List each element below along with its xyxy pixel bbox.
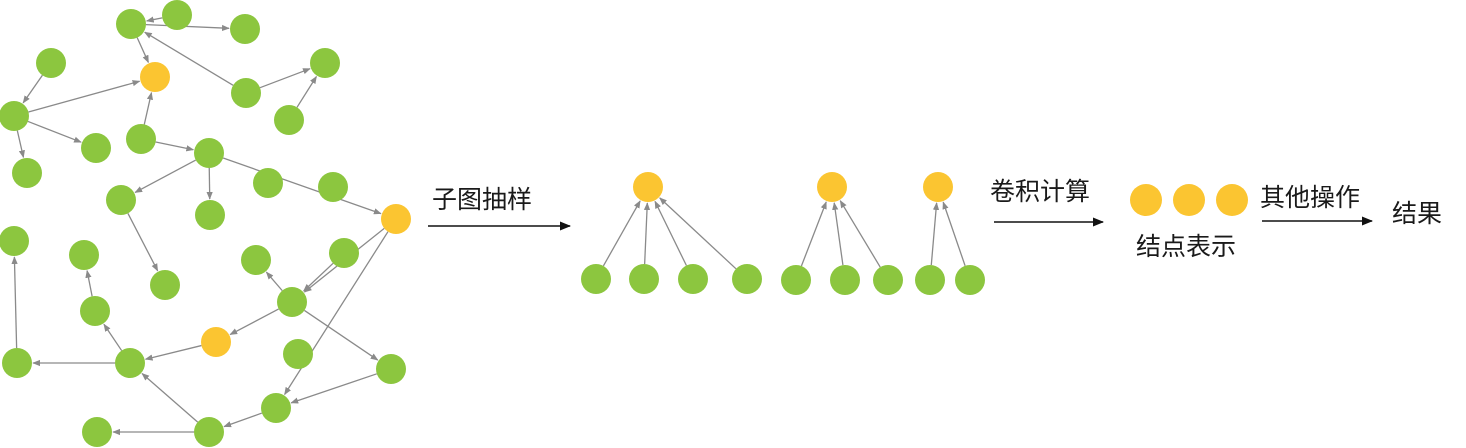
graph-node [194, 138, 224, 168]
graph-node [82, 417, 112, 447]
graph-node [81, 133, 111, 163]
graph-edge [144, 344, 202, 361]
graph-node [195, 200, 225, 230]
graph-edge [304, 309, 379, 361]
graph-node [126, 124, 156, 154]
graph-node [241, 245, 271, 275]
graph-edge [223, 412, 263, 428]
graph-edge [930, 202, 940, 266]
graph-edge [832, 202, 844, 266]
representation-node [1130, 184, 1162, 216]
graph-node [318, 172, 348, 202]
graph-edge [141, 373, 199, 423]
graph-node [274, 105, 304, 135]
graph-edge [143, 91, 153, 125]
graph-edge [303, 262, 334, 292]
graph-edge [85, 269, 93, 297]
graph-edge [136, 37, 149, 64]
sampled-graph-node [201, 327, 231, 357]
subtree-neighbor-node [781, 265, 811, 295]
graph-edge [659, 197, 737, 270]
graph-edge [296, 75, 318, 108]
graph-edge [134, 159, 197, 194]
graph-edge [103, 323, 123, 351]
graph-edges [11, 16, 389, 436]
graph-edge [800, 201, 827, 267]
graph-edge [643, 202, 651, 265]
subtree-neighbor-node [732, 264, 762, 294]
graph-edge [16, 130, 25, 159]
graph-edge [145, 16, 163, 23]
sampled-graph-node [381, 204, 411, 234]
subtree-neighbor-node [629, 264, 659, 294]
graph-edge [259, 68, 311, 89]
subtree-neighbor-node [581, 264, 611, 294]
graph-node [150, 270, 180, 300]
graph-node [162, 0, 192, 30]
graph-edge [942, 201, 966, 267]
graph-node [283, 339, 313, 369]
graph-nodes [0, 0, 411, 447]
node-representations [1130, 184, 1248, 216]
graph-edge [11, 256, 18, 349]
graph-node [106, 185, 136, 215]
graph-edge [28, 80, 141, 113]
graph-node [376, 354, 406, 384]
subtree-neighbor-node [678, 264, 708, 294]
input-graph [0, 0, 411, 447]
graph-node [194, 417, 224, 447]
representation-node [1216, 184, 1248, 216]
subgraph-sampling-label: 子图抽样 [432, 185, 532, 214]
node-representation-label: 结点表示 [1136, 232, 1236, 261]
sampled-graph-node [140, 62, 170, 92]
graph-node [0, 101, 29, 131]
subtree-neighbor-node [830, 265, 860, 295]
other-operations-label: 其他操作 [1260, 183, 1360, 212]
subtree-nodes [581, 172, 985, 295]
graph-edge [145, 24, 230, 32]
representation-node [1173, 184, 1205, 216]
graph-edge [155, 141, 195, 152]
graph-edge [22, 74, 43, 104]
graph-node [115, 348, 145, 378]
graph-node [69, 240, 99, 270]
subtree-neighbor-node [873, 265, 903, 295]
graph-edge [654, 200, 687, 266]
result-label: 结果 [1392, 199, 1442, 228]
graph-node [261, 393, 291, 423]
subtree-neighbor-node [915, 265, 945, 295]
graph-node [310, 48, 340, 78]
subtree-edges [602, 197, 966, 270]
graph-node [2, 348, 32, 378]
graph-edge [839, 200, 881, 268]
graph-edge [144, 31, 234, 86]
graph-node [230, 14, 260, 44]
graph-node [277, 287, 307, 317]
graph-edge [602, 200, 641, 267]
graph-node [0, 226, 29, 256]
graph-edge [222, 157, 382, 215]
graph-node [80, 296, 110, 326]
convolution-label: 卷积计算 [990, 177, 1090, 206]
graph-edge [206, 167, 213, 200]
graph-node [12, 158, 42, 188]
sampled-subtrees [581, 172, 985, 295]
subtree-root-node [633, 172, 663, 202]
subtree-root-node [923, 172, 953, 202]
graph-edge [265, 271, 283, 292]
graph-node [231, 78, 261, 108]
graph-edge [290, 373, 378, 404]
subtree-root-node [817, 172, 847, 202]
graph-node [116, 9, 146, 39]
graph-node [253, 168, 283, 198]
graph-edge [127, 213, 159, 272]
graph-node [36, 48, 66, 78]
graph-edge [229, 308, 280, 336]
subtree-neighbor-node [955, 265, 985, 295]
graph-edge [27, 120, 82, 143]
graph-node [329, 238, 359, 268]
